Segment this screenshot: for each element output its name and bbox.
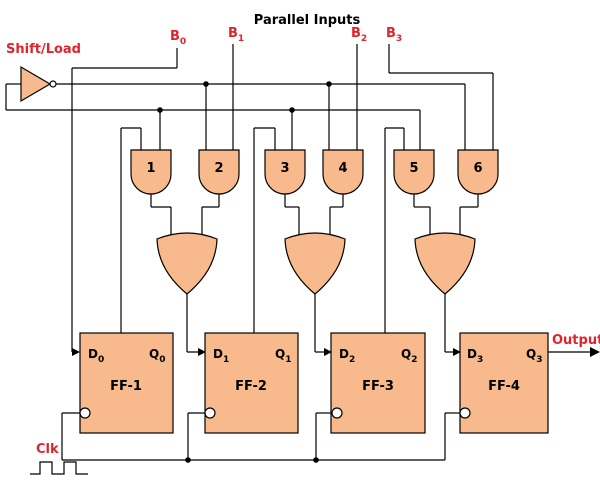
flip-flop-4: D3 Q3 FF-4 — [459, 332, 549, 434]
ff4-name: FF-4 — [488, 379, 520, 394]
svg-text:5: 5 — [409, 161, 418, 176]
svg-text:4: 4 — [338, 161, 347, 176]
ff1-name: FF-1 — [110, 379, 142, 394]
inverter-gate — [20, 65, 57, 103]
and-gate-6: 6 — [457, 149, 499, 195]
and-gate-5: 5 — [393, 149, 435, 195]
d3-arrow — [453, 348, 461, 356]
and-gate-4: 4 — [322, 149, 364, 195]
ff3-d-pin: D2 — [339, 347, 355, 365]
ff2-name: FF-2 — [235, 379, 267, 394]
shift-load-label: Shift/Load — [6, 42, 81, 57]
d1-arrow — [198, 348, 206, 356]
flip-flop-2: D1 Q1 FF-2 — [204, 332, 299, 434]
arrowheads — [72, 347, 600, 357]
flip-flop-1: D0 Q0 FF-1 — [79, 332, 174, 434]
ff1-d-pin: D0 — [88, 347, 104, 365]
output-arrow — [590, 347, 600, 357]
ff3-name: FF-3 — [362, 379, 394, 394]
b0-label: B0 — [170, 29, 186, 47]
and-gate-2: 2 — [198, 149, 240, 195]
ff3-clock-bubble — [331, 407, 343, 419]
svg-text:2: 2 — [214, 161, 223, 176]
b1-label: B1 — [228, 26, 244, 44]
flip-flop-3: D2 Q2 FF-3 — [330, 332, 426, 434]
and-gate-3: 3 — [264, 149, 306, 195]
b3-label: B3 — [386, 26, 402, 44]
ff2-d-pin: D1 — [213, 347, 229, 365]
ff4-d-pin: D3 — [467, 347, 483, 365]
output-label: Output — [552, 333, 600, 348]
ff2-clock-bubble — [204, 407, 216, 419]
diagram-title: Parallel Inputs — [254, 13, 361, 28]
d0-arrow — [72, 348, 80, 356]
junction-dots — [157, 81, 332, 463]
svg-text:3: 3 — [280, 161, 289, 176]
or-gate-3 — [414, 232, 476, 295]
svg-text:6: 6 — [473, 161, 482, 176]
ff4-clock-bubble — [459, 407, 471, 419]
ff4-q-pin: Q3 — [526, 347, 542, 365]
or-gate-1 — [156, 232, 218, 295]
or-gate-2 — [284, 232, 346, 295]
and-gate-1: 1 — [130, 149, 172, 195]
ff3-q-pin: Q2 — [401, 347, 417, 365]
ff1-clock-bubble — [79, 407, 91, 419]
svg-text:1: 1 — [146, 161, 155, 176]
b2-label: B2 — [351, 26, 367, 44]
clk-label: Clk — [36, 442, 59, 457]
ff2-q-pin: Q1 — [275, 347, 291, 365]
d2-arrow — [324, 348, 332, 356]
ff1-q-pin: Q0 — [149, 347, 165, 365]
